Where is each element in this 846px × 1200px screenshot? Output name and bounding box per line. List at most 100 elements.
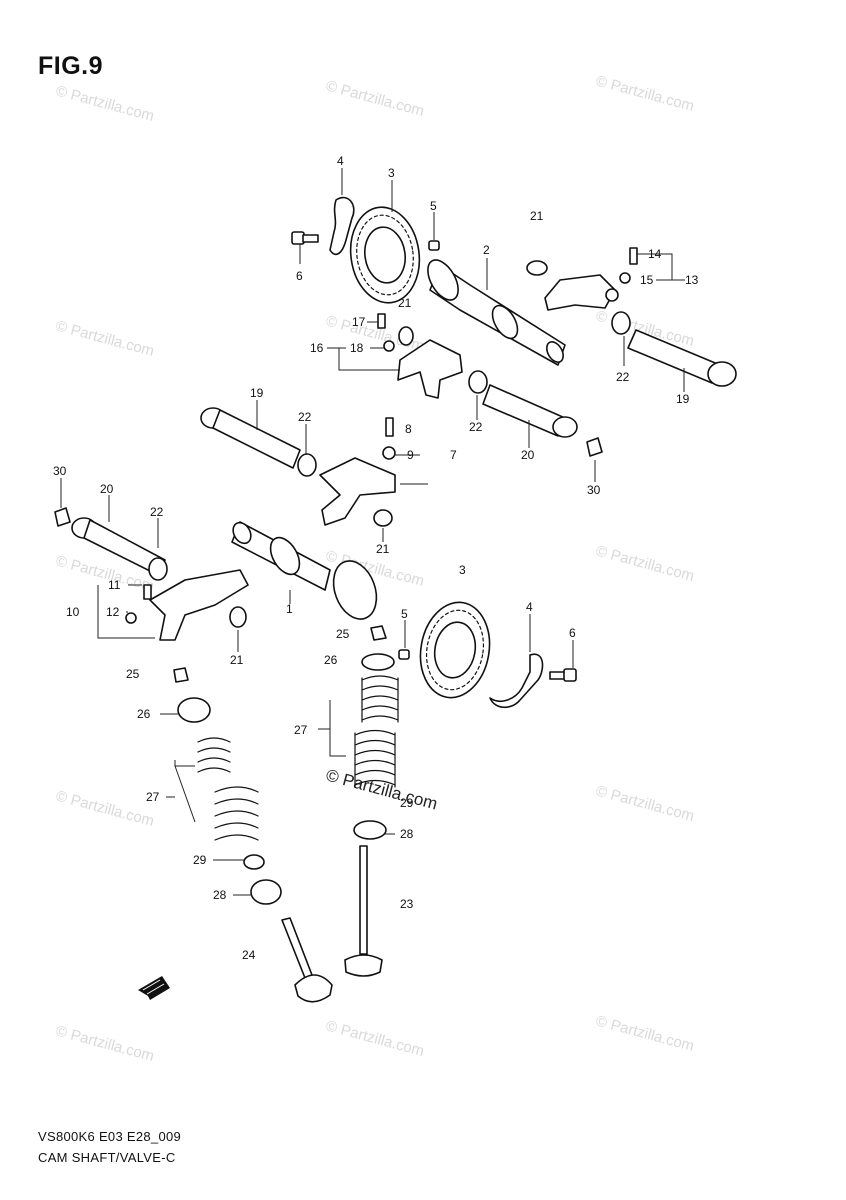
callout-21: 21 [398,296,412,310]
callout-22: 22 [469,420,483,434]
dowel-pin-lower [398,649,410,660]
callout-18: 18 [350,341,364,355]
callout-15: 15 [640,273,654,287]
valve-exhaust [344,845,383,977]
adjusting-screw-upper [629,247,638,265]
cotter-left [173,667,189,683]
callout-30: 30 [53,464,67,478]
callout-10: 10 [66,605,80,619]
dowel-pin-upper [428,240,440,251]
callout-25: 25 [126,667,140,681]
bolt-lower [549,668,577,682]
washer-lower-left [148,557,168,581]
valve-intake [281,917,333,1003]
adjusting-screw-lower-left [143,584,152,600]
callout-28: 28 [213,888,227,902]
callout-26: 26 [324,653,338,667]
valve-spring-right [354,675,399,788]
watermark: © Partzilla.com [594,782,696,825]
watermark: © Partzilla.com [324,77,426,120]
washer-upper-right [611,311,631,335]
rocker-arm-upper-right [544,274,619,311]
callout-7: 7 [450,448,457,462]
adjusting-nut-upper [619,272,631,284]
adjusting-nut-lower-left [125,612,137,624]
rocker-arm-lower [149,569,249,641]
rocker-shaft-upper-right [627,329,737,387]
circlip-mid [398,326,414,346]
watermark: © Partzilla.com [54,787,156,830]
callout-6: 6 [296,269,303,283]
callout-22: 22 [298,410,312,424]
watermark-center: © Partzilla.com [324,766,440,814]
callout-4: 4 [337,154,344,168]
leader-lines [60,168,685,896]
callout-26: 26 [137,707,151,721]
callout-3: 3 [459,563,466,577]
circlip-lower [229,606,247,628]
valve-spring-left [197,737,259,841]
callout-20: 20 [100,482,114,496]
rocker-shaft-upper-left [200,407,301,469]
adjusting-screw-lower [385,417,394,437]
callout-9: 9 [407,448,414,462]
callout-1: 1 [286,602,293,616]
callout-4: 4 [526,600,533,614]
callout-29: 29 [400,796,414,810]
callout-13: 13 [685,273,699,287]
callout-17: 17 [352,315,366,329]
watermark: © Partzilla.com [594,1012,696,1055]
callout-5: 5 [430,199,437,213]
callout-27: 27 [146,790,160,804]
callout-20: 20 [521,448,535,462]
watermark: © Partzilla.com [594,72,696,115]
callout-21: 21 [230,653,244,667]
figure-title: FIG.9 [38,52,104,80]
diagram-caption: CAM SHAFT/VALVE-C [38,1150,176,1165]
camshaft-exhaust [427,259,566,366]
callout-12: 12 [106,605,120,619]
rocker-shaft-mid [482,384,578,438]
cap-right [586,437,603,457]
callout-6: 6 [569,626,576,640]
cam-chain-guide-retainer-upper [329,196,355,256]
rocker-arm-center [319,457,396,526]
callout-8: 8 [405,422,412,436]
washer-mid [468,370,488,394]
cam-sprocket-upper [349,206,421,304]
callout-2: 2 [483,243,490,257]
callout-14: 14 [648,247,662,261]
callout-25: 25 [336,627,350,641]
circlip-upper [526,260,548,276]
cam-chain-guide-retainer-lower [489,653,544,709]
watermark: © Partzilla.com [54,1022,156,1065]
callout-21: 21 [530,209,544,223]
callout-28: 28 [400,827,414,841]
watermark: © Partzilla.com [594,542,696,585]
cam-sprocket-lower [419,601,491,699]
front-arrow-icon [138,976,170,1000]
callout-30: 30 [587,483,601,497]
callout-labels: 4 3 5 21 6 2 14 15 13 21 17 16 18 22 19 … [53,154,699,962]
watermark: © Partzilla.com [324,1017,426,1060]
spring-retainer-left [177,697,211,723]
circlip-center [373,509,393,527]
spring-retainer-right [361,653,395,671]
callout-11: 11 [108,578,121,592]
callout-22: 22 [616,370,630,384]
rocker-arm-mid [397,339,463,399]
callout-21: 21 [376,542,390,556]
model-code: VS800K6 E03 E28_009 [38,1129,182,1144]
callout-16: 16 [310,341,324,355]
watermark: © Partzilla.com [54,82,156,125]
bolt-upper [291,231,319,245]
adjusting-screw-mid [377,313,386,329]
callout-27: 27 [294,723,308,737]
callout-19: 19 [676,392,690,406]
callout-3: 3 [388,166,395,180]
cotter-right [370,625,387,641]
oil-seal-left [243,854,265,870]
camshaft-intake [231,521,378,620]
callout-5: 5 [401,607,408,621]
adjusting-nut-mid [383,340,395,352]
